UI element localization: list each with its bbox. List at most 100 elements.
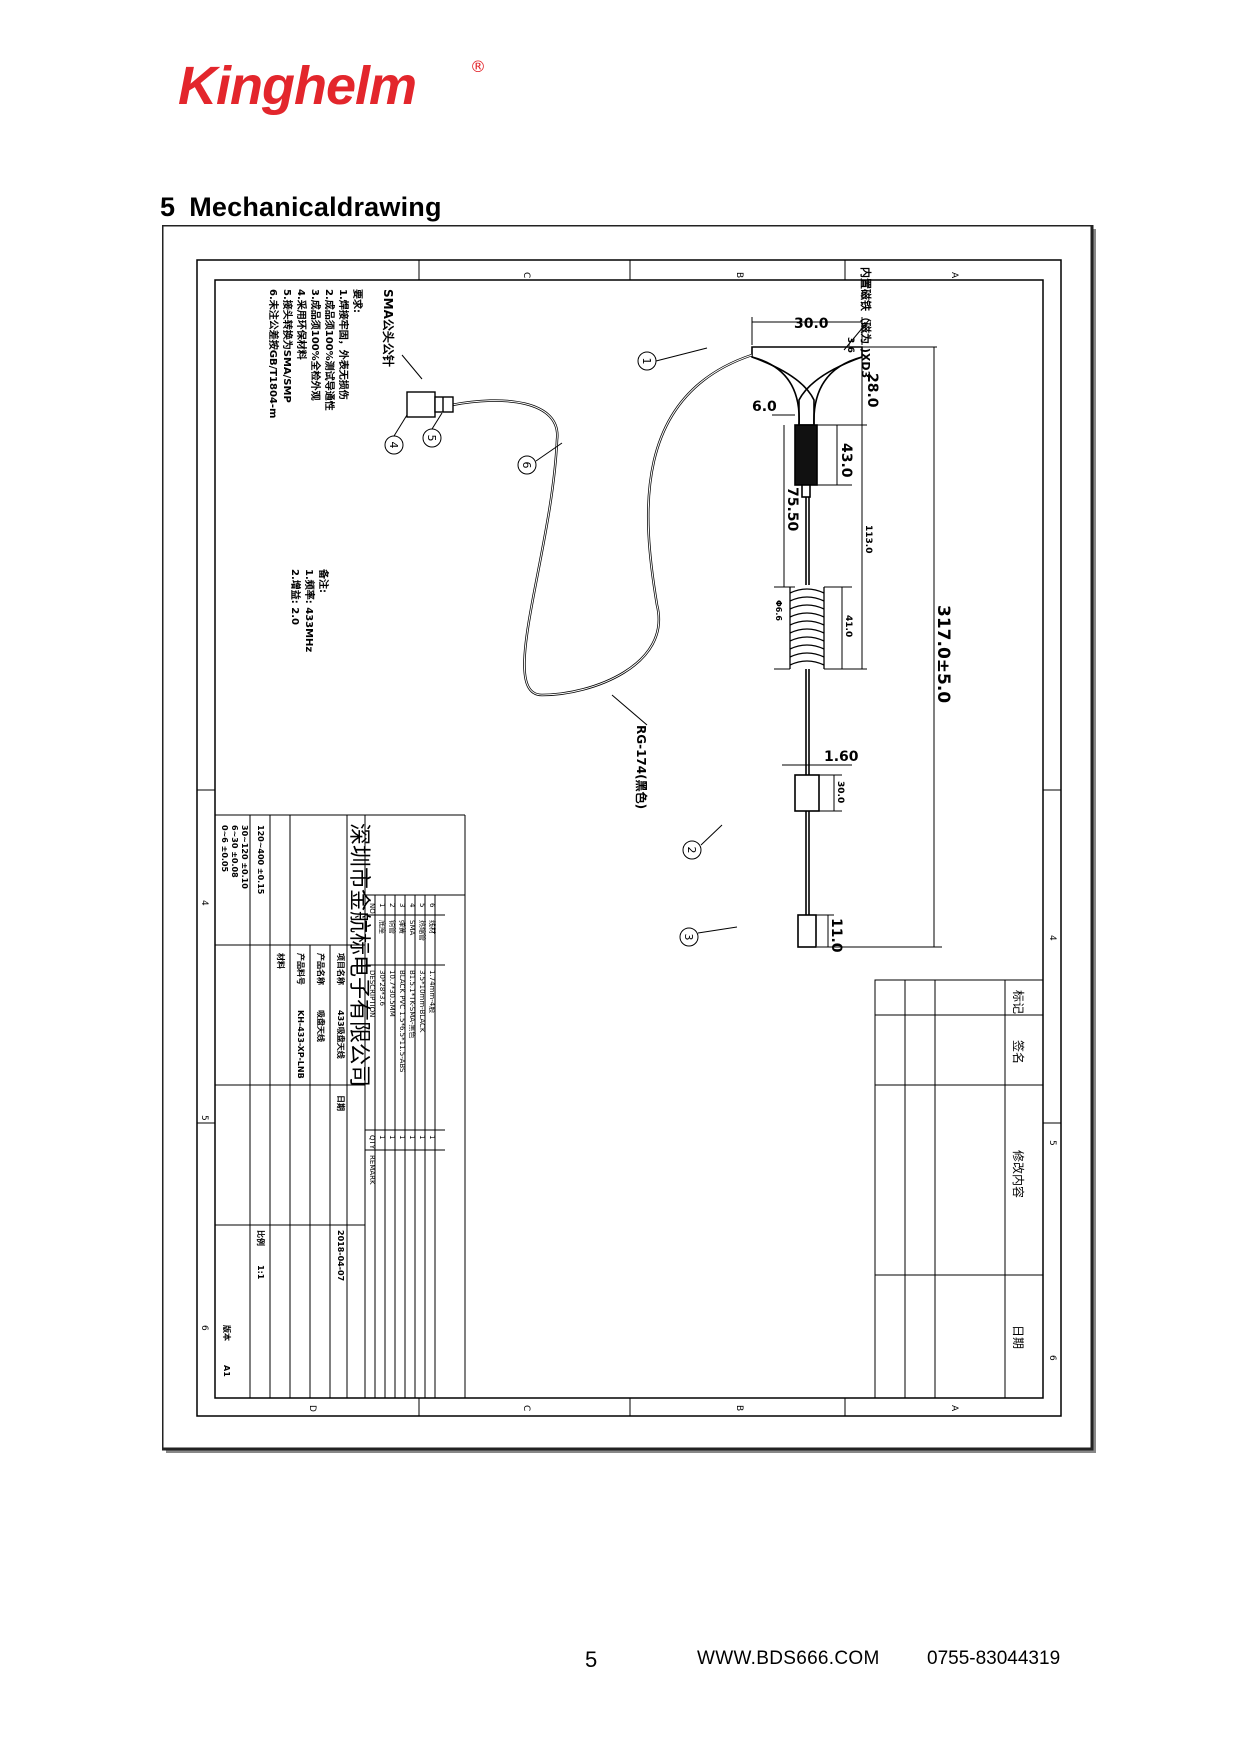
- tube: [794, 774, 820, 812]
- drawing-border: [196, 259, 1062, 1417]
- zone-letter: B: [734, 272, 744, 278]
- svg-text:5.接头转换为SMA/SMP: 5.接头转换为SMA/SMP: [281, 289, 294, 403]
- svg-text:0~6 ±0.05: 0~6 ±0.05: [220, 825, 229, 872]
- svg-text:1: 1: [408, 1135, 416, 1139]
- company-name: 深圳市金航标电子有限公司: [346, 823, 371, 1087]
- svg-text:NO: NO: [368, 903, 376, 914]
- svg-text:1.74mm-4股: 1.74mm-4股: [428, 970, 436, 1013]
- svg-text:2.成品须100%测试导通性: 2.成品须100%测试导通性: [323, 289, 336, 411]
- dim-lower-len: 75.50: [784, 487, 800, 532]
- zone-letter: B: [734, 1405, 744, 1411]
- svg-text:产品料号: 产品料号: [296, 953, 306, 985]
- svg-text:5: 5: [418, 903, 426, 907]
- registered-mark: ®: [470, 57, 486, 76]
- svg-text:6: 6: [428, 903, 436, 908]
- coil: [789, 587, 825, 669]
- callout-3: 3: [682, 934, 695, 941]
- svg-text:铜管: 铜管: [388, 920, 397, 934]
- svg-text:3.成品须100%全检外观: 3.成品须100%全检外观: [309, 289, 322, 401]
- svg-text:2: 2: [388, 903, 396, 907]
- callout-4: 4: [387, 442, 400, 449]
- revision-block: [874, 979, 1044, 1399]
- svg-text:2018-04-07: 2018-04-07: [336, 1230, 345, 1281]
- svg-text:版本: 版本: [222, 1324, 232, 1341]
- dim-base-note: 3.6: [845, 337, 855, 353]
- dim-base-width: 30.0: [794, 316, 829, 332]
- callout-6: 6: [520, 462, 533, 469]
- zone-number: 5: [1047, 1140, 1057, 1146]
- page-number: 5: [585, 1647, 598, 1672]
- svg-text:1: 1: [378, 903, 386, 907]
- zone-number: 6: [199, 1325, 209, 1331]
- svg-text:30~120 ±0.10: 30~120 ±0.10: [240, 825, 249, 889]
- svg-text:1: 1: [418, 1135, 426, 1139]
- svg-text:4: 4: [408, 903, 416, 908]
- dim-coil-dia: Φ6.6: [774, 600, 783, 621]
- svg-text:弹簧: 弹簧: [398, 920, 407, 934]
- dim-sleeve-len: 43.0: [838, 443, 854, 478]
- dim-sleeve-dia: 6.0: [752, 399, 777, 415]
- callout-5: 5: [425, 435, 438, 442]
- callout-1: 1: [640, 358, 653, 365]
- svg-text:热缩管: 热缩管: [418, 920, 427, 941]
- zone-letter: A: [949, 1405, 959, 1412]
- mechanical-drawing: C B A D C B A 4 5 6 4 5 6: [162, 225, 1096, 1453]
- dim-coil-len: 41.0: [843, 615, 853, 637]
- svg-text:120~400 ±0.15: 120~400 ±0.15: [256, 825, 265, 895]
- svg-text:10.7*30.5MM: 10.7*30.5MM: [388, 970, 396, 1017]
- drawing-frame: [162, 225, 1094, 1451]
- svg-text:1:1: 1:1: [256, 1265, 265, 1280]
- svg-text:1: 1: [378, 1135, 386, 1139]
- dim-tube-len: 30.0: [835, 781, 845, 803]
- svg-text:QTY: QTY: [368, 1135, 376, 1150]
- title-block-text: 0~6 ±0.05 6~30 ±0.08 30~120 ±0.10 120~40…: [220, 825, 346, 1377]
- dim-mid-len: 113.0: [863, 525, 873, 553]
- svg-text:日期: 日期: [336, 1095, 346, 1111]
- zone-number: 4: [199, 900, 209, 906]
- revision-mark: 标记: [1011, 990, 1025, 1014]
- dim-overall-len: 317.0±5.0: [933, 605, 953, 703]
- zone-number: 4: [1047, 935, 1057, 941]
- title-block: [214, 814, 466, 1399]
- section-title: Mechanicaldrawing: [189, 192, 442, 222]
- svg-text:SMA: SMA: [408, 920, 416, 935]
- zone-number: 6: [1047, 1355, 1057, 1361]
- logo-text: Kinghelm: [178, 56, 416, 116]
- svg-text:1: 1: [388, 1135, 396, 1139]
- svg-text:项目名称: 项目名称: [336, 953, 346, 985]
- svg-text:A1: A1: [222, 1365, 231, 1377]
- kinghelm-logo: Kinghelm ®: [178, 56, 486, 116]
- svg-text:1.频率: 433MHz: 1.频率: 433MHz: [303, 569, 316, 652]
- bom-table: NO DESCRIPTION QTY REMARK 1 底座 30*28*3.6…: [368, 903, 437, 1185]
- svg-text:产品名称: 产品名称: [316, 953, 326, 985]
- svg-text:3: 3: [398, 903, 406, 907]
- svg-text:6.未注公差按GB/T1804-m: 6.未注公差按GB/T1804-m: [267, 289, 280, 418]
- svg-text:比例: 比例: [256, 1230, 266, 1246]
- footer-phone: 0755-83044319: [927, 1648, 1061, 1669]
- sleeve: [794, 424, 818, 486]
- svg-text:3.5*10mm-BLACK: 3.5*10mm-BLACK: [418, 970, 426, 1033]
- tip: [797, 914, 817, 948]
- dim-tip-len: 11.0: [828, 918, 844, 953]
- requirements-title: 要求:: [351, 289, 364, 313]
- svg-text:BLACK PVC 1.5*6.5*11.5-ABS: BLACK PVC 1.5*6.5*11.5-ABS: [398, 970, 406, 1073]
- svg-text:REMARK: REMARK: [368, 1155, 376, 1185]
- footer-website[interactable]: WWW.BDS666.COM: [697, 1648, 880, 1669]
- spec-title: 备注:: [317, 568, 330, 593]
- requirements-notes: 要求: 1.焊接牢固，外表无损伤 2.成品须100%测试导通性 3.成品须100…: [267, 289, 364, 652]
- zone-letter: D: [307, 1405, 317, 1412]
- base-label: 内置磁铁（磁为 )XD3: [859, 267, 873, 378]
- svg-text:1.焊接牢固，外表无损伤: 1.焊接牢固，外表无损伤: [337, 289, 350, 400]
- svg-text:433吸盘天线: 433吸盘天线: [336, 1010, 346, 1059]
- svg-text:1: 1: [398, 1135, 406, 1139]
- zone-letter: C: [521, 1405, 531, 1411]
- revision-date: 日期: [1011, 1325, 1025, 1349]
- antenna-body: [751, 346, 863, 948]
- svg-text:1: 1: [428, 1135, 436, 1139]
- svg-text:2.增益: 2.0: 2.增益: 2.0: [289, 569, 302, 625]
- svg-text:底座: 底座: [378, 920, 387, 934]
- svg-text:线材: 线材: [428, 920, 437, 934]
- svg-text:4.采用环保材料: 4.采用环保材料: [295, 289, 308, 360]
- svg-text:B1.5.1*TK-SMA-黑色: B1.5.1*TK-SMA-黑色: [408, 970, 417, 1038]
